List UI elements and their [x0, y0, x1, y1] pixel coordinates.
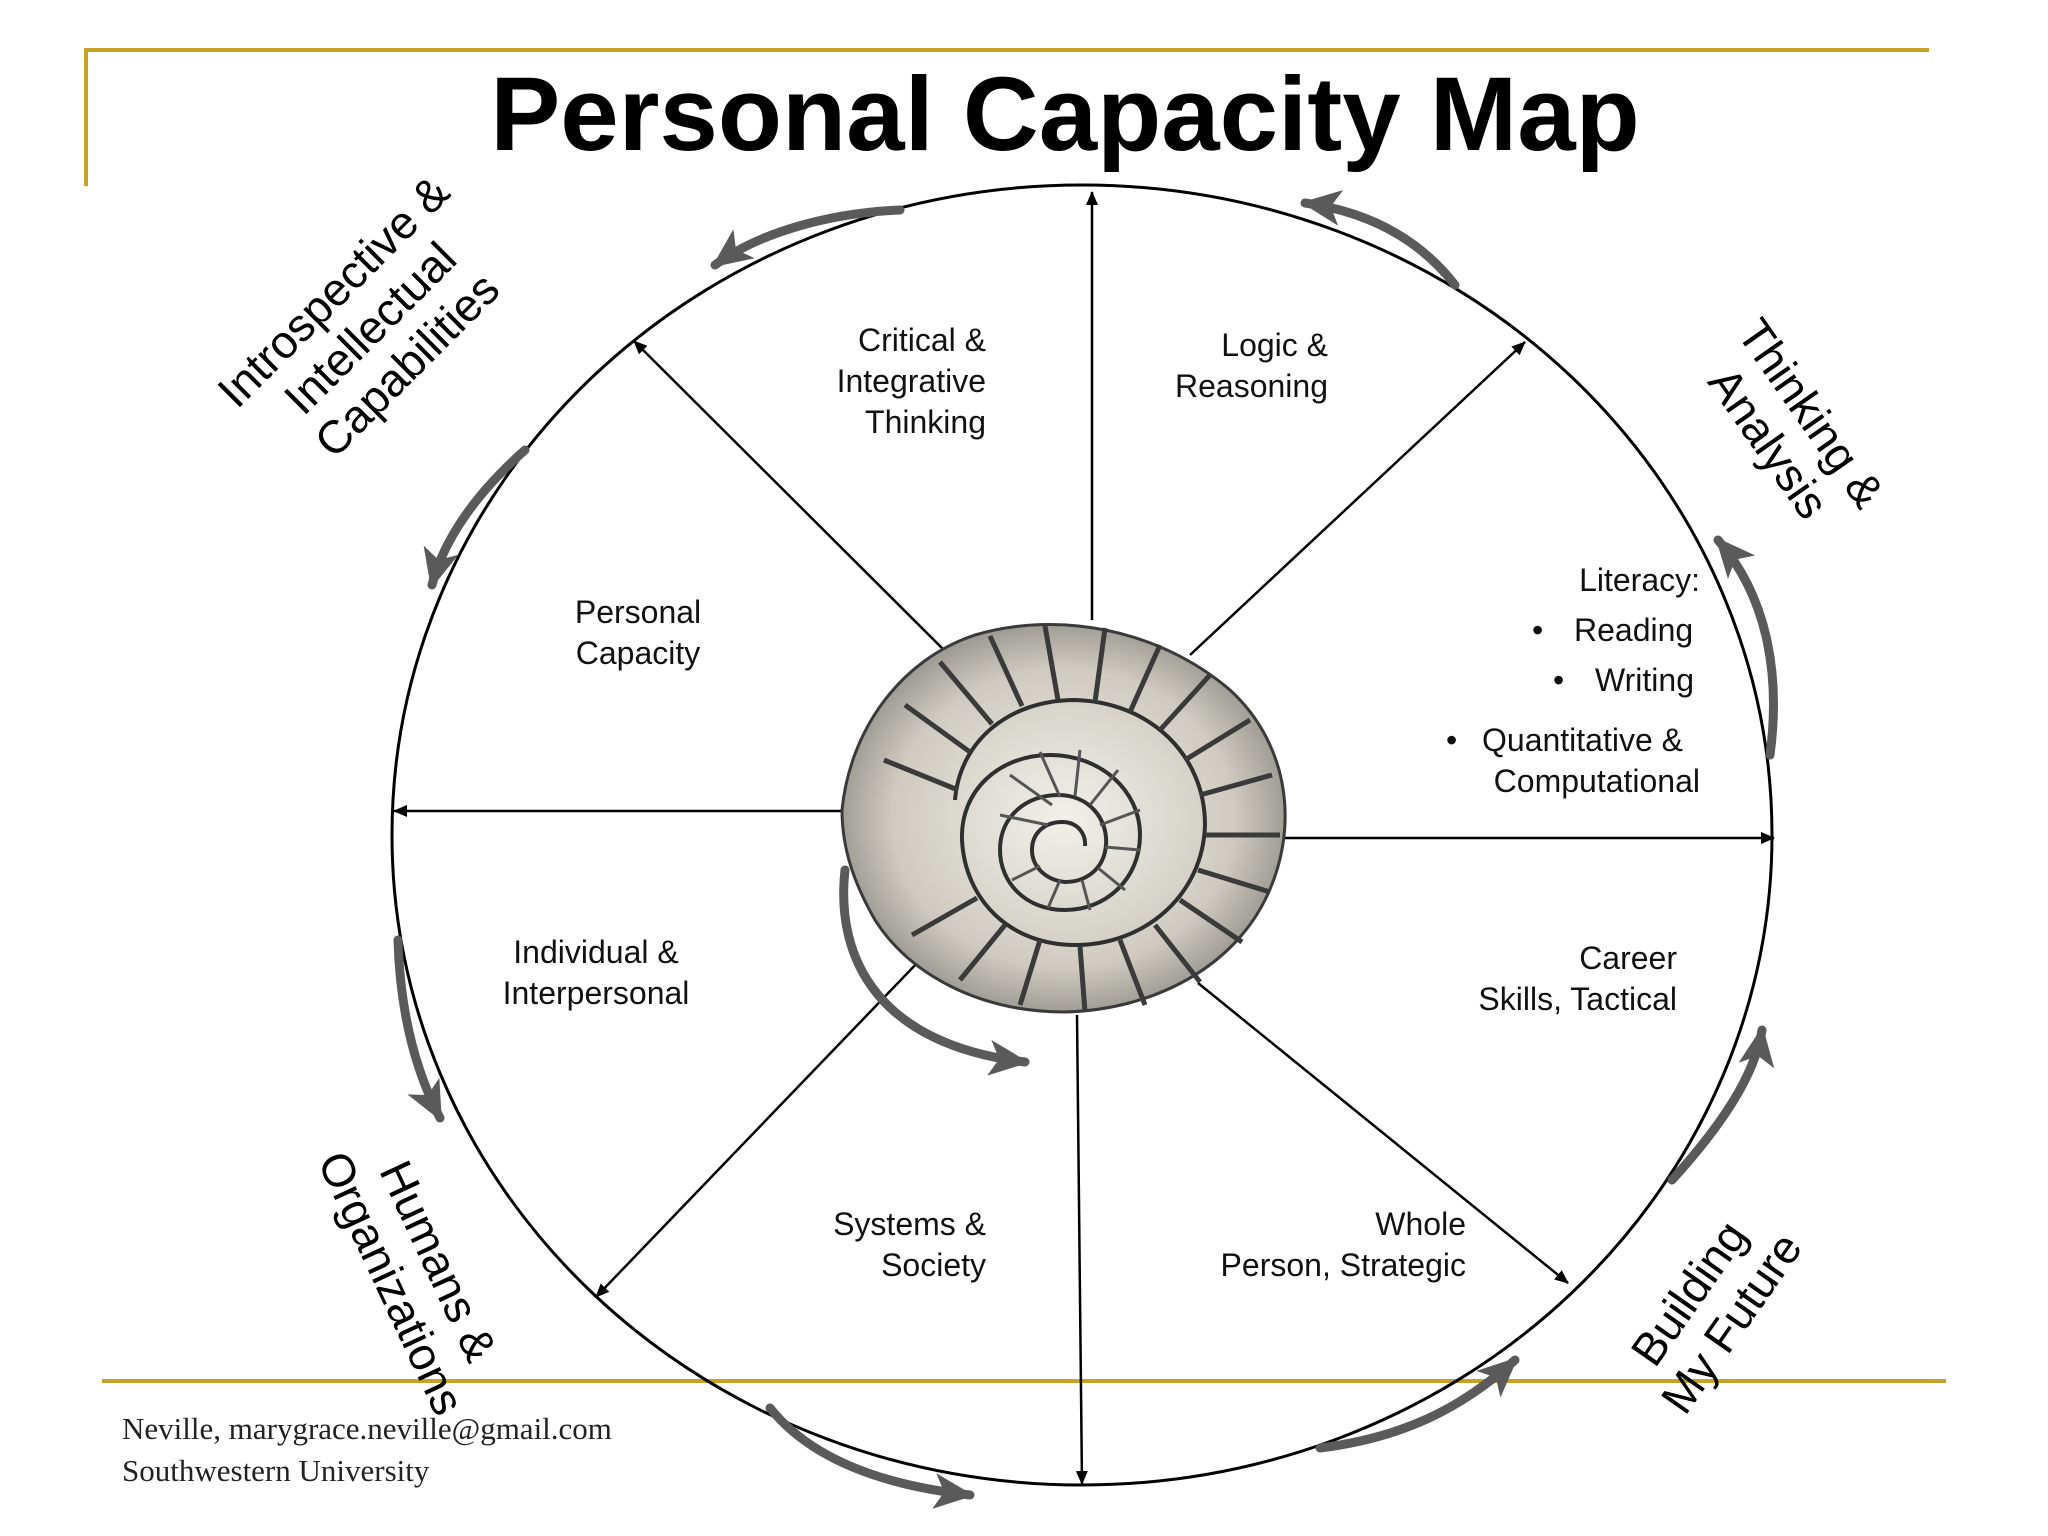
flow-arrow-right-lower — [1667, 1025, 1775, 1185]
bullet: • — [1532, 612, 1544, 648]
flow-arrow-center — [839, 865, 1030, 1076]
bullet: • — [1553, 662, 1565, 698]
bullet: • — [1446, 722, 1458, 758]
nautilus-shell-icon — [840, 622, 1287, 1014]
spoke-upper-left — [633, 340, 953, 659]
label-career-skills: Career Skills, Tactical — [1478, 940, 1677, 1017]
label-logic-reasoning: Logic & Reasoning — [1175, 327, 1328, 404]
flow-arrow-bottom-left — [765, 1403, 975, 1509]
footer-credit: Neville, marygrace.neville@gmail.com Sou… — [122, 1408, 612, 1492]
flow-arrow-bottom-right — [1315, 1355, 1520, 1453]
footer-institution: Southwestern University — [122, 1453, 430, 1488]
flow-arrow-top-left — [710, 205, 905, 270]
literacy-item-computational: Computational — [1493, 763, 1700, 799]
flow-arrow-left-lower — [393, 935, 445, 1123]
literacy-item-quantitative: •Quantitative & — [1446, 720, 1683, 761]
top-rule — [84, 48, 1929, 52]
flow-arrows — [393, 190, 1778, 1509]
literacy-item-reading: •Reading — [1532, 610, 1693, 651]
top-rule-left-tick — [84, 48, 88, 186]
spoke-arrows — [393, 191, 1775, 1485]
spoke-lower-left — [595, 959, 921, 1298]
label-critical-integrative-thinking: Critical & Integrative Thinking — [836, 322, 986, 440]
label-personal-capacity: Personal Capacity — [574, 594, 702, 671]
literacy-title: Literacy: — [1579, 562, 1700, 598]
spoke-down — [1075, 1014, 1088, 1485]
literacy-item-writing: •Writing — [1553, 660, 1694, 701]
bottom-rule — [102, 1379, 1946, 1383]
label-systems-society: Systems & Society — [833, 1206, 986, 1283]
flow-arrow-right-upper — [1713, 535, 1778, 760]
label-literacy: Literacy: — [1420, 560, 1700, 601]
page-title: Personal Capacity Map — [490, 56, 1640, 173]
flow-arrow-top-right — [1300, 190, 1460, 290]
label-whole-person: Whole Person, Strategic — [1220, 1206, 1466, 1283]
label-individual-interpersonal: Individual & Interpersonal — [502, 934, 690, 1011]
flow-arrow-left-upper — [423, 445, 530, 590]
footer-author: Neville, marygrace.neville@gmail.com — [122, 1411, 612, 1446]
spoke-upper-right — [1189, 341, 1526, 656]
spoke-lower-right — [1197, 982, 1569, 1284]
